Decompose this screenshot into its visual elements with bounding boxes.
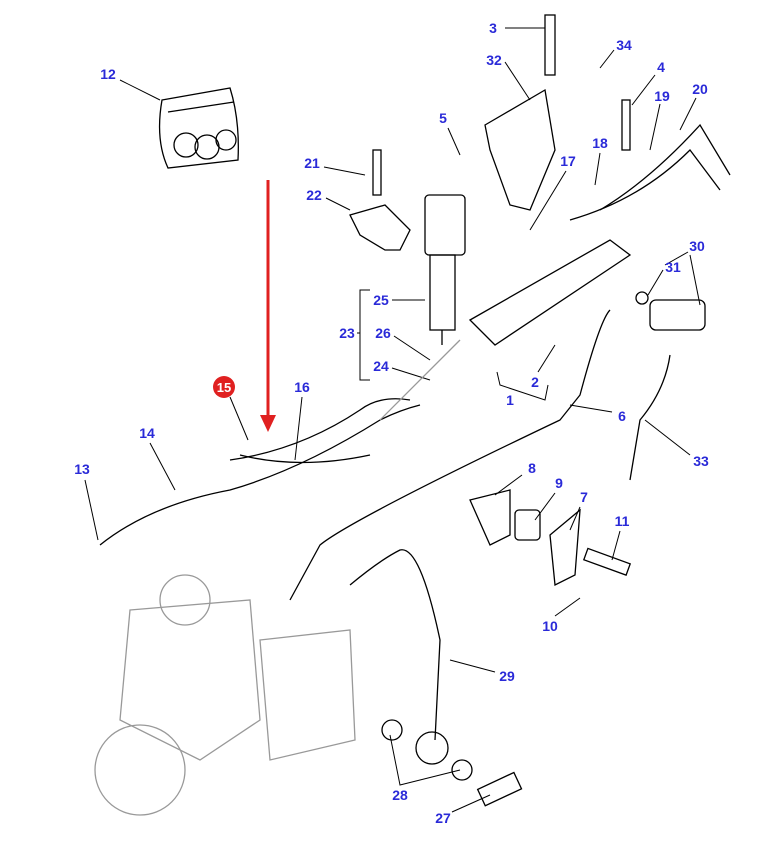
callout-18[interactable]: 18 <box>592 135 608 151</box>
leader-lines <box>84 27 701 813</box>
injector-icon <box>424 194 466 345</box>
clamp-icon <box>349 204 411 251</box>
callout-30[interactable]: 30 <box>689 238 705 254</box>
bolt-icon <box>372 14 631 196</box>
injection-pump-icon <box>94 339 461 816</box>
callout-29[interactable]: 29 <box>499 668 515 684</box>
callout-32[interactable]: 32 <box>486 52 502 68</box>
callout-1[interactable]: 1 <box>506 392 514 408</box>
seal-kit-bag-icon <box>158 87 239 169</box>
callout-28[interactable]: 28 <box>392 787 408 803</box>
callout-24[interactable]: 24 <box>373 358 389 374</box>
callout-14[interactable]: 14 <box>139 425 155 441</box>
callout-6[interactable]: 6 <box>618 408 626 424</box>
callout-13[interactable]: 13 <box>74 461 90 477</box>
callout-9[interactable]: 9 <box>555 475 563 491</box>
callout-8[interactable]: 8 <box>528 460 536 476</box>
callout-26[interactable]: 26 <box>375 325 391 341</box>
callout-20[interactable]: 20 <box>692 81 708 97</box>
callout-12[interactable]: 12 <box>100 66 116 82</box>
pressure-sensor-icon <box>635 291 706 331</box>
fuel-rail-icon <box>468 239 632 346</box>
callout-16[interactable]: 16 <box>294 379 310 395</box>
bracket-icon <box>484 88 556 211</box>
callout-33[interactable]: 33 <box>693 453 709 469</box>
callout-10[interactable]: 10 <box>542 618 558 634</box>
red-arrow-icon <box>260 180 276 432</box>
highlighted-callout-15[interactable]: 15 <box>213 376 235 398</box>
callout-23[interactable]: 23 <box>339 325 355 341</box>
callout-4[interactable]: 4 <box>657 59 665 75</box>
callout-31[interactable]: 31 <box>665 259 681 275</box>
callout-5[interactable]: 5 <box>439 110 447 126</box>
callout-11[interactable]: 11 <box>614 513 630 529</box>
callout-25[interactable]: 25 <box>373 292 389 308</box>
bracket-parts-icon <box>469 489 632 587</box>
banjo-and-washers-icon <box>381 719 523 807</box>
callout-7[interactable]: 7 <box>580 489 588 505</box>
callout-2[interactable]: 2 <box>531 374 539 390</box>
fuel-pipes-icon <box>99 123 731 741</box>
callout-21[interactable]: 21 <box>304 155 320 171</box>
callout-34[interactable]: 34 <box>616 37 632 53</box>
callout-3[interactable]: 3 <box>489 20 497 36</box>
callout-22[interactable]: 22 <box>306 187 322 203</box>
callout-17[interactable]: 17 <box>560 153 576 169</box>
callout-27[interactable]: 27 <box>435 810 451 826</box>
callout-19[interactable]: 19 <box>654 88 670 104</box>
